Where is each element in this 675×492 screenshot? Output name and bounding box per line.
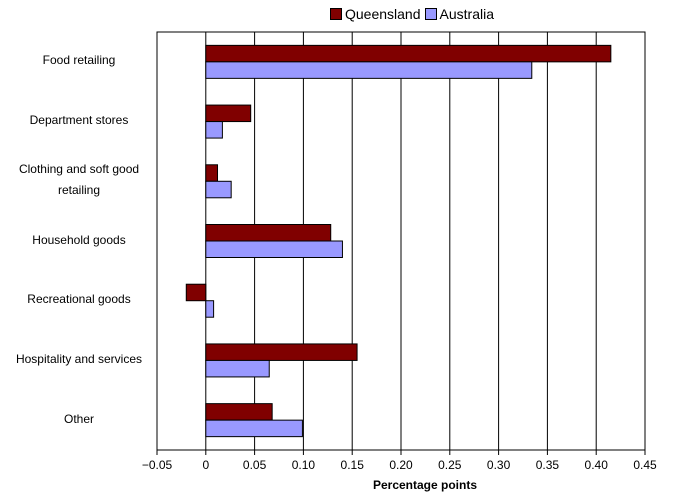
x-tick-label-5: 0.20 [389,458,413,472]
legend-label-queensland: Queensland [345,6,421,22]
bar-queensland-2 [205,164,219,182]
category-label-line: Clothing and soft good [18,162,140,177]
bar-australia-3 [205,240,343,258]
x-tick-label-2: 0.05 [243,458,267,472]
bar-australia-0 [205,61,533,79]
bar-australia-6 [205,419,303,438]
category-label: Recreational goods [4,289,154,310]
category-label-line: Household goods [32,232,126,247]
category-label: Hospitality and services [4,349,154,370]
legend-label-australia: Australia [439,6,494,22]
bar-queensland-0 [205,44,612,63]
category-label-line: Department stores [29,113,129,128]
bar-queensland-3 [205,224,332,242]
category-label-line: retailing [57,183,101,198]
x-tick-label-10: 0.45 [633,458,657,472]
legend-item-australia: Australia [424,6,494,22]
x-tick-label-9: 0.40 [585,458,609,472]
category-label-line: Other [63,411,94,426]
x-tick-label-4: 0.15 [341,458,365,472]
bar-australia-2 [205,180,232,199]
x-axis-title: Percentage points [372,478,478,492]
category-label: Household goods [4,230,154,251]
bar-australia-1 [205,121,223,139]
category-label-line: Hospitality and services [15,351,143,366]
category-label: Other [4,409,154,430]
legend-swatch-australia [424,8,437,20]
x-tick-label-1: 0 [202,458,209,472]
x-tick-label-6: 0.25 [438,458,462,472]
x-tick-label-3: 0.10 [292,458,316,472]
category-label: Clothing and soft good retailing [4,159,154,201]
bar-queensland-5 [205,343,358,361]
legend-swatch-queensland [330,8,342,20]
legend-item-queensland: Queensland [330,6,421,22]
category-label: Food retailing [4,50,154,71]
bar-australia-5 [205,359,270,378]
category-label-line: Food retailing [42,53,116,68]
category-label-line: Recreational goods [27,292,131,307]
x-tick-label-0: −0.05 [142,458,173,472]
category-label: Department stores [4,110,154,131]
bar-queensland-4 [185,283,207,302]
bar-australia-4 [205,300,215,318]
x-tick-label-7: 0.30 [487,458,511,472]
legend: Queensland Australia [330,6,494,22]
bar-queensland-6 [205,403,273,421]
x-tick-label-8: 0.35 [536,458,560,472]
bar-queensland-1 [205,104,252,123]
